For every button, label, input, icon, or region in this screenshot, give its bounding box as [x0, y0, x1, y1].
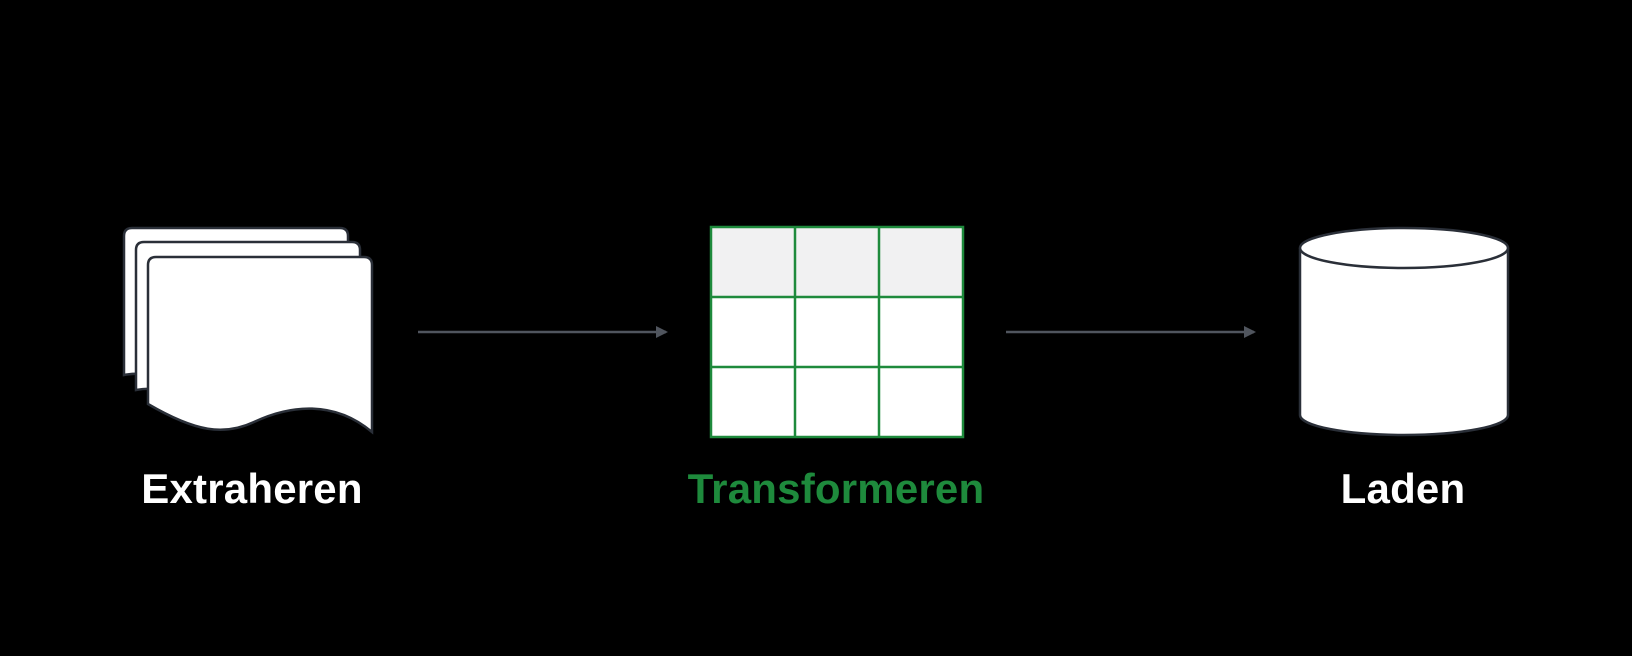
table-border	[709, 225, 965, 439]
table-header-row	[711, 227, 963, 297]
document-front	[146, 255, 374, 435]
step-label-transform: Transformeren	[687, 465, 985, 512]
table-grid-icon	[709, 225, 965, 439]
cylinder-top	[1298, 226, 1510, 270]
database-cylinder-icon	[1298, 226, 1510, 437]
documents-stack-icon	[122, 226, 374, 435]
step-label-extract: Extraheren	[141, 465, 363, 512]
step-label-load: Laden	[1340, 465, 1466, 512]
cylinder-body	[1298, 248, 1510, 437]
